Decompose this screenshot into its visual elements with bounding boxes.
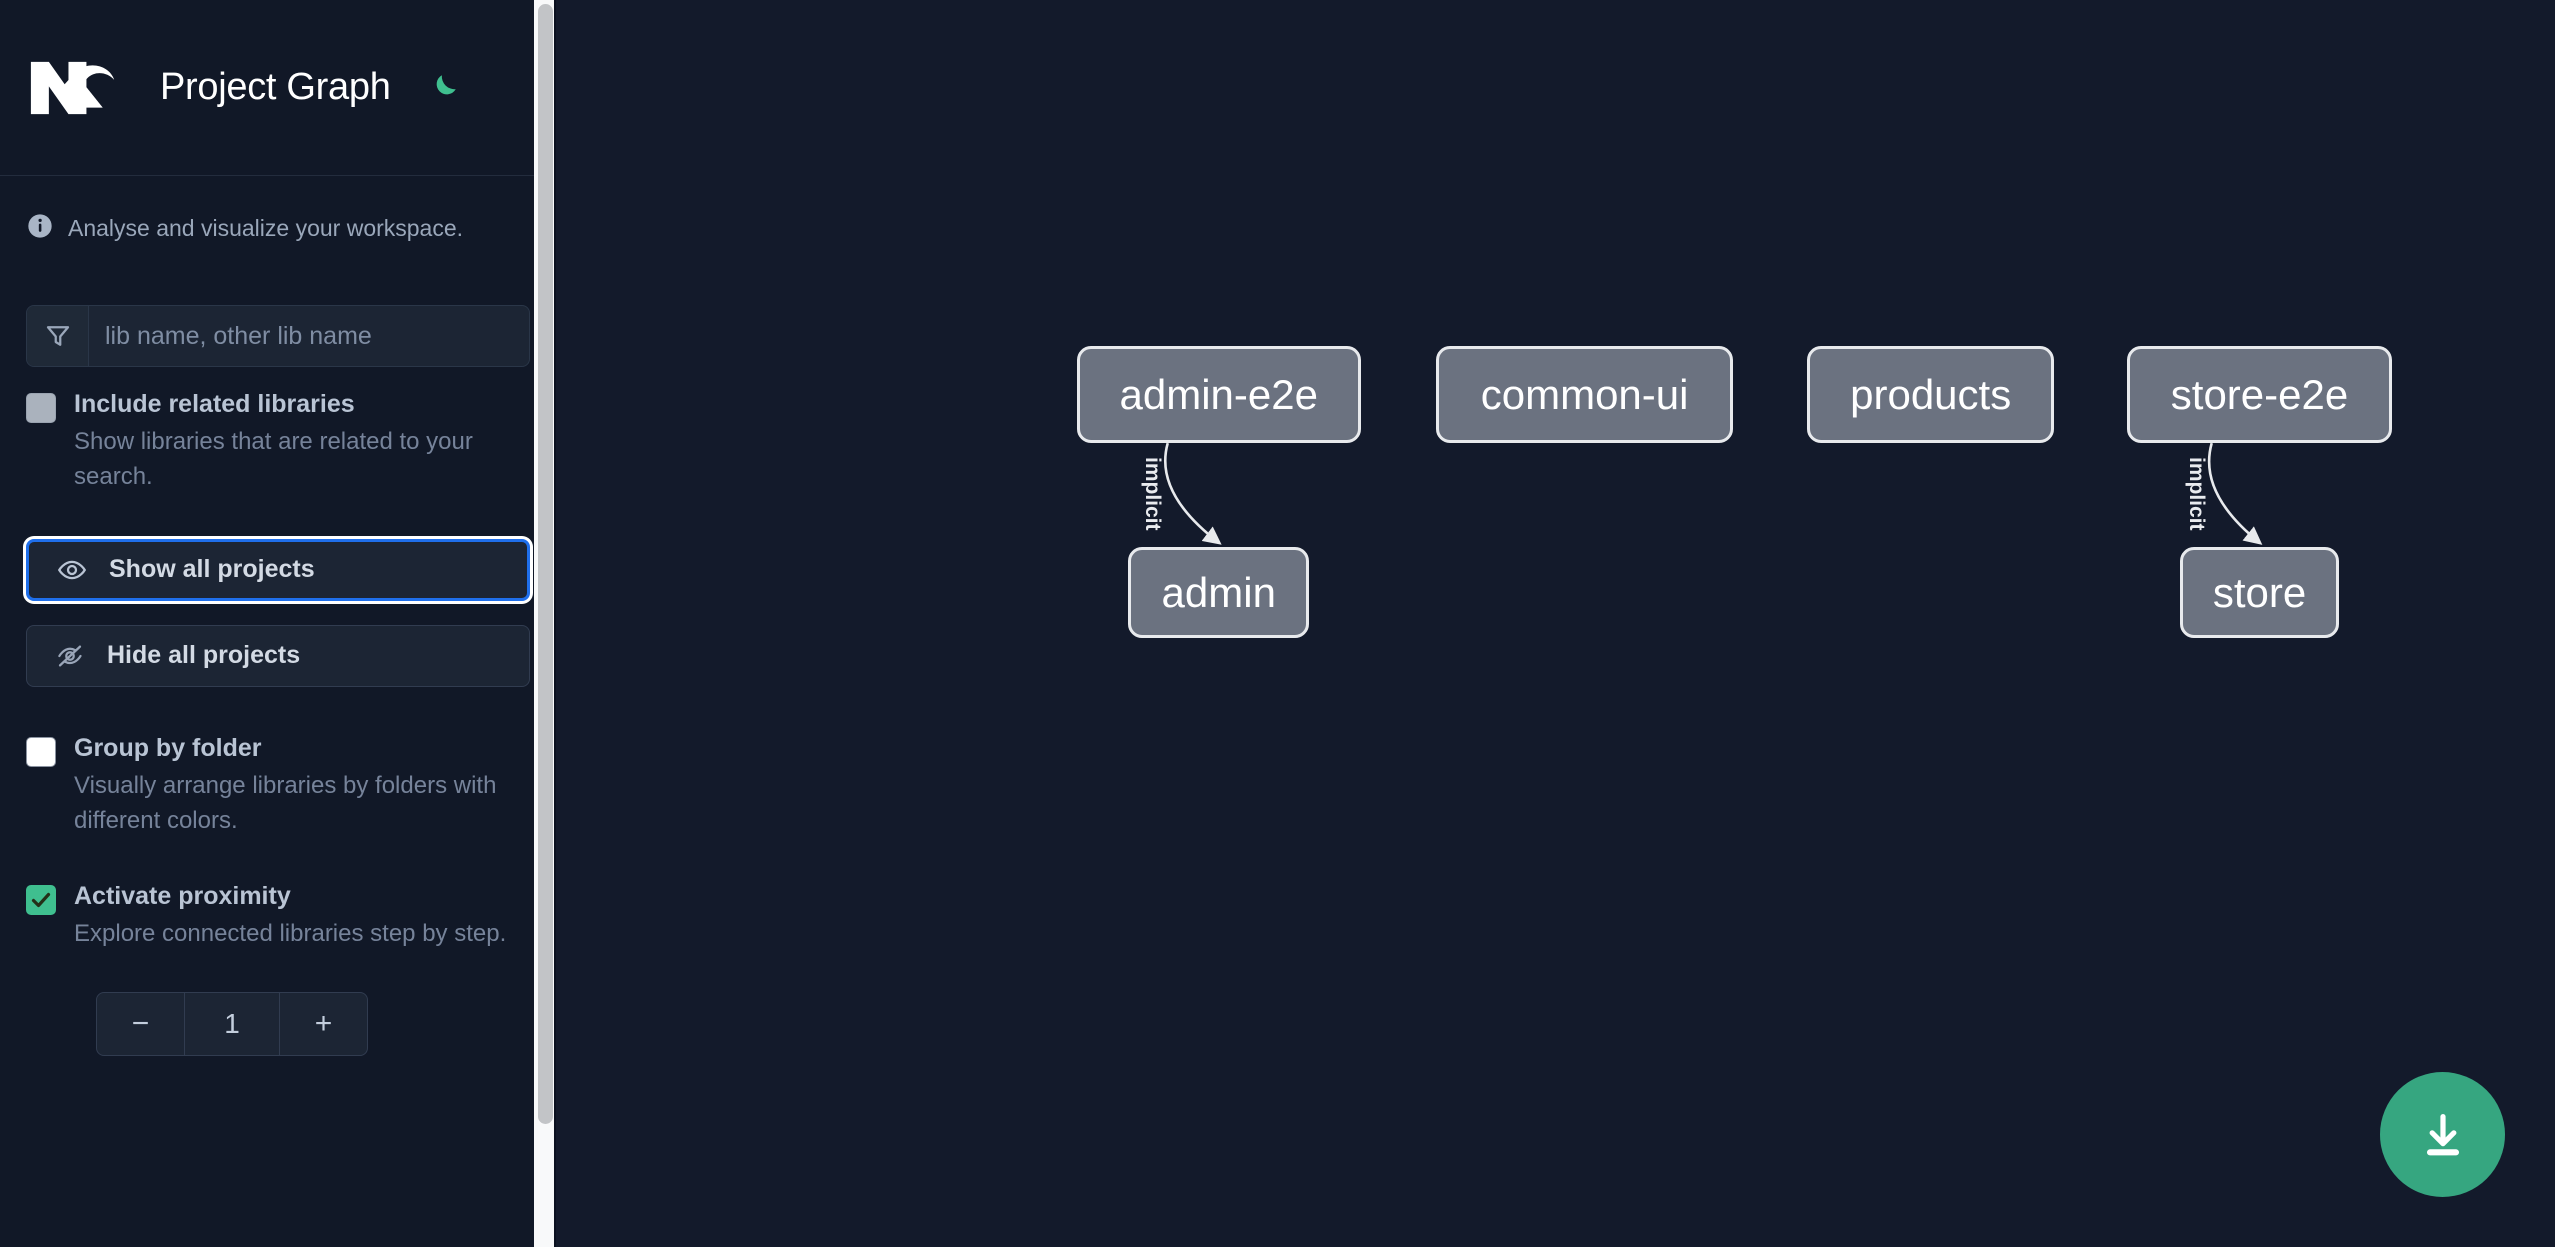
funnel-icon[interactable] xyxy=(27,306,89,366)
show-all-projects-wrapper: Show all projects xyxy=(26,538,530,601)
search-input[interactable] xyxy=(89,306,529,366)
sidebar-content: Project Graph Analyse and visualize your… xyxy=(0,0,556,1247)
page-title: Project Graph xyxy=(160,66,391,108)
hide-all-projects-wrapper: Hide all projects xyxy=(26,624,530,687)
proximity-increment-button[interactable]: + xyxy=(279,992,367,1055)
proximity-value: 1 xyxy=(224,1007,240,1039)
moon-icon[interactable] xyxy=(423,68,463,108)
show-all-projects-label: Show all projects xyxy=(109,555,315,584)
option-include-related-libraries[interactable]: Include related libraries Show libraries… xyxy=(26,389,530,495)
graph-canvas[interactable]: admin-e2e common-ui products store-e2e admin… xyxy=(556,0,2555,1247)
sidebar-tagline: Analyse and visualize your workspace. xyxy=(0,176,556,245)
download-icon xyxy=(2417,1109,2469,1161)
graph-node-common-ui[interactable]: common-ui xyxy=(1435,346,1734,444)
graph-node-label: store xyxy=(2212,568,2307,616)
eye-icon xyxy=(57,555,87,585)
graph-node-label: store-e2e xyxy=(2170,370,2349,418)
sidebar-header: Project Graph xyxy=(0,0,556,176)
option-group-by-folder[interactable]: Group by folder Visually arrange librari… xyxy=(26,733,530,839)
graph-node-label: admin-e2e xyxy=(1119,370,1318,418)
sidebar: Project Graph Analyse and visualize your… xyxy=(0,0,556,1247)
proximity-decrement-button[interactable]: − xyxy=(97,992,185,1055)
graph-edge-admin-e2e--admin[interactable] xyxy=(1163,442,1222,545)
option-label: Activate proximity xyxy=(74,881,291,910)
show-all-projects-button[interactable]: Show all projects xyxy=(26,538,530,601)
checkbox-group-by-folder[interactable] xyxy=(26,736,56,767)
sidebar-divider xyxy=(554,0,556,1247)
option-description: Show libraries that are related to your … xyxy=(74,428,473,491)
graph-edge-label: implicit xyxy=(1140,457,1164,531)
download-graph-button[interactable] xyxy=(2380,1072,2505,1197)
graph-edge-store-e2e--store[interactable] xyxy=(2207,442,2263,545)
sidebar-scrollbar-thumb[interactable] xyxy=(538,4,553,1124)
filter-bar xyxy=(26,305,530,367)
graph-edge-label: implicit xyxy=(2184,457,2208,531)
graph-node-admin-e2e[interactable]: admin-e2e xyxy=(1077,346,1361,444)
option-description: Explore connected libraries step by step… xyxy=(74,919,507,947)
proximity-stepper: − 1 + xyxy=(96,991,368,1056)
info-icon xyxy=(26,212,54,245)
graph-node-products[interactable]: products xyxy=(1807,346,2054,444)
sidebar-scrollbar[interactable] xyxy=(534,0,556,1247)
eye-off-icon xyxy=(55,641,85,671)
option-activate-proximity[interactable]: Activate proximity Explore connected lib… xyxy=(26,881,530,952)
checkbox-activate-proximity[interactable] xyxy=(26,884,56,915)
graph-node-store-e2e[interactable]: store-e2e xyxy=(2126,346,2393,444)
hide-all-projects-button[interactable]: Hide all projects xyxy=(26,624,530,687)
graph-node-label: products xyxy=(1850,370,2012,418)
graph-edges xyxy=(1163,442,2263,545)
graph-node-label: common-ui xyxy=(1480,370,1689,418)
option-description: Visually arrange libraries by folders wi… xyxy=(74,772,497,834)
graph-node-label: admin xyxy=(1161,568,1276,616)
graph-node-admin[interactable]: admin xyxy=(1128,546,1310,639)
graph-node-store[interactable]: store xyxy=(2180,546,2339,639)
option-label: Group by folder xyxy=(74,733,262,762)
checkbox-include-related-libraries[interactable] xyxy=(26,393,56,423)
nx-logo-icon xyxy=(26,55,124,121)
hide-all-projects-label: Hide all projects xyxy=(107,641,301,670)
option-label: Include related libraries xyxy=(74,390,355,418)
sidebar-tagline-text: Analyse and visualize your workspace. xyxy=(68,215,464,241)
